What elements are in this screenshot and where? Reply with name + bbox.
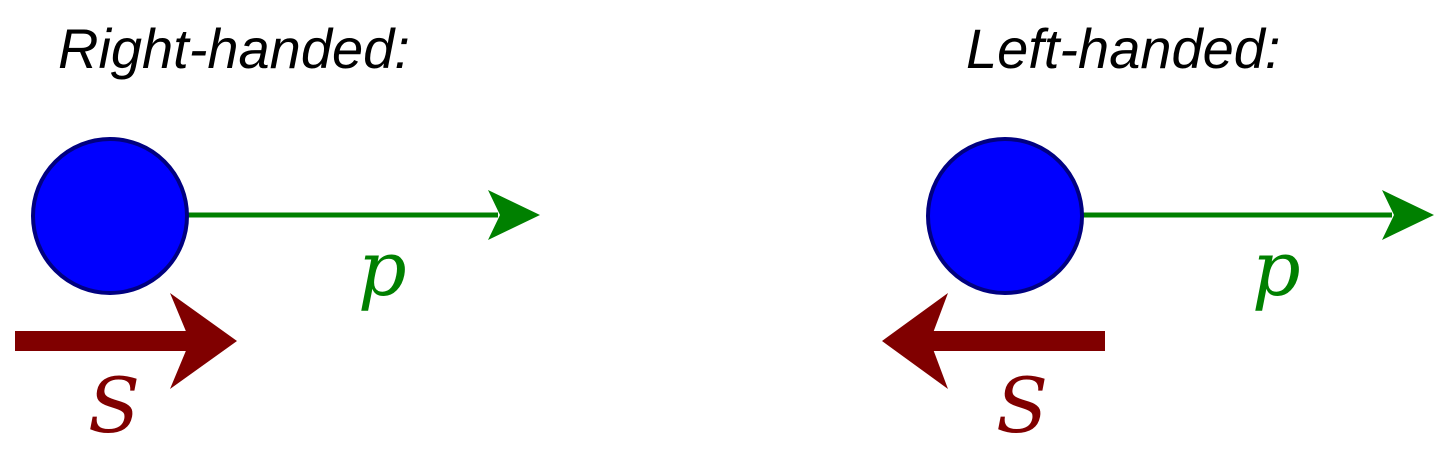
particle [926,137,1084,295]
left-handed-panel: Left-handed: p S [882,17,1434,450]
right-handed-panel: Right-handed: p S [15,17,540,450]
spin-arrow-shaft [930,331,1105,351]
momentum-arrowhead [488,190,540,240]
right-handed-title: Right-handed: [58,17,410,80]
left-handed-title: Left-handed: [966,17,1280,80]
spin-arrowhead-left [882,293,948,389]
momentum-arrowhead [1382,190,1434,240]
momentum-label: p [358,224,407,313]
spin-label: S [996,361,1048,450]
spin-label: S [88,361,140,450]
particle [31,137,189,295]
momentum-label: p [1252,224,1301,313]
spin-arrowhead-right [170,293,237,389]
spin-arrow-shaft [15,331,190,351]
